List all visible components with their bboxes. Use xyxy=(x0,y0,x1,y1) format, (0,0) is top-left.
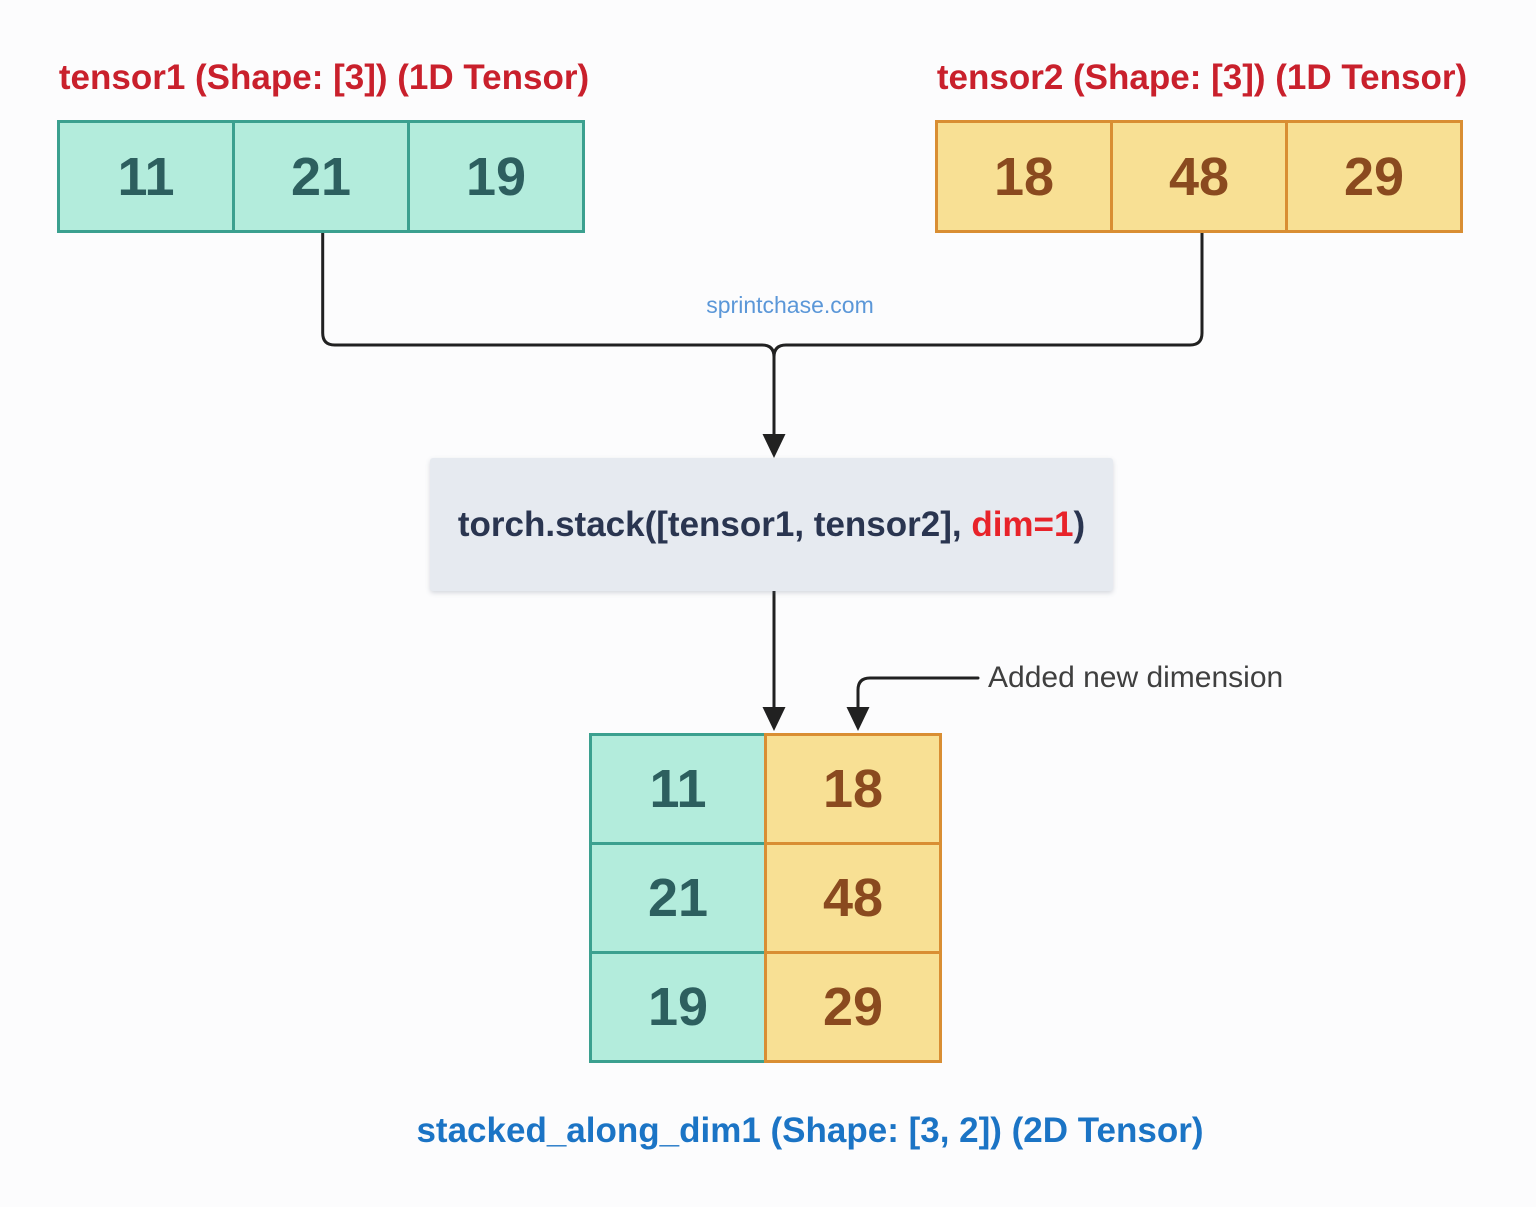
tensor2-title: tensor2 (Shape: [3]) (1D Tensor) xyxy=(936,58,1468,97)
code-dim-argument: dim=1 xyxy=(971,504,1074,544)
stacked-result-grid: 11 18 21 48 19 29 xyxy=(589,733,942,1063)
tensor2-cell-2: 29 xyxy=(1285,120,1463,233)
tensor1-cell-2: 19 xyxy=(407,120,585,233)
tensor1-array: 11 21 19 xyxy=(57,120,585,233)
tensor2-connector-line xyxy=(772,231,1204,438)
added-dimension-label: Added new dimension xyxy=(988,661,1284,694)
result-cell-1-0: 21 xyxy=(589,842,767,954)
tensor2-array: 18 48 29 xyxy=(935,120,1463,233)
result-cell-1-1: 48 xyxy=(764,842,942,954)
result-cell-2-0: 19 xyxy=(589,951,767,1063)
result-row-0: 11 18 xyxy=(589,733,942,845)
tensor1-title: tensor1 (Shape: [3]) (1D Tensor) xyxy=(58,58,590,97)
result-cell-0-1: 18 xyxy=(764,733,942,845)
arrowhead-into-result xyxy=(762,707,786,731)
arrowhead-annotation xyxy=(846,707,870,731)
result-row-2: 19 29 xyxy=(589,951,942,1063)
code-prefix: torch.stack([tensor1, tensor2], xyxy=(457,504,972,544)
torch-stack-code-box: torch.stack([tensor1, tensor2], dim=1) xyxy=(430,458,1113,591)
tensor1-cell-1: 21 xyxy=(232,120,410,233)
annotation-elbow-line xyxy=(856,676,980,711)
result-cell-0-0: 11 xyxy=(589,733,767,845)
tensor2-cell-1: 48 xyxy=(1110,120,1288,233)
code-suffix: ) xyxy=(1073,504,1086,544)
result-cell-2-1: 29 xyxy=(764,951,942,1063)
tensor2-cell-0: 18 xyxy=(935,120,1113,233)
tensor1-cell-0: 11 xyxy=(57,120,235,233)
watermark-text: sprintchase.com xyxy=(706,292,874,318)
tensor1-connector-line xyxy=(321,231,776,438)
result-row-1: 21 48 xyxy=(589,842,942,954)
arrowhead-into-code-box xyxy=(762,434,786,458)
result-caption: stacked_along_dim1 (Shape: [3, 2]) (2D T… xyxy=(416,1111,1204,1150)
